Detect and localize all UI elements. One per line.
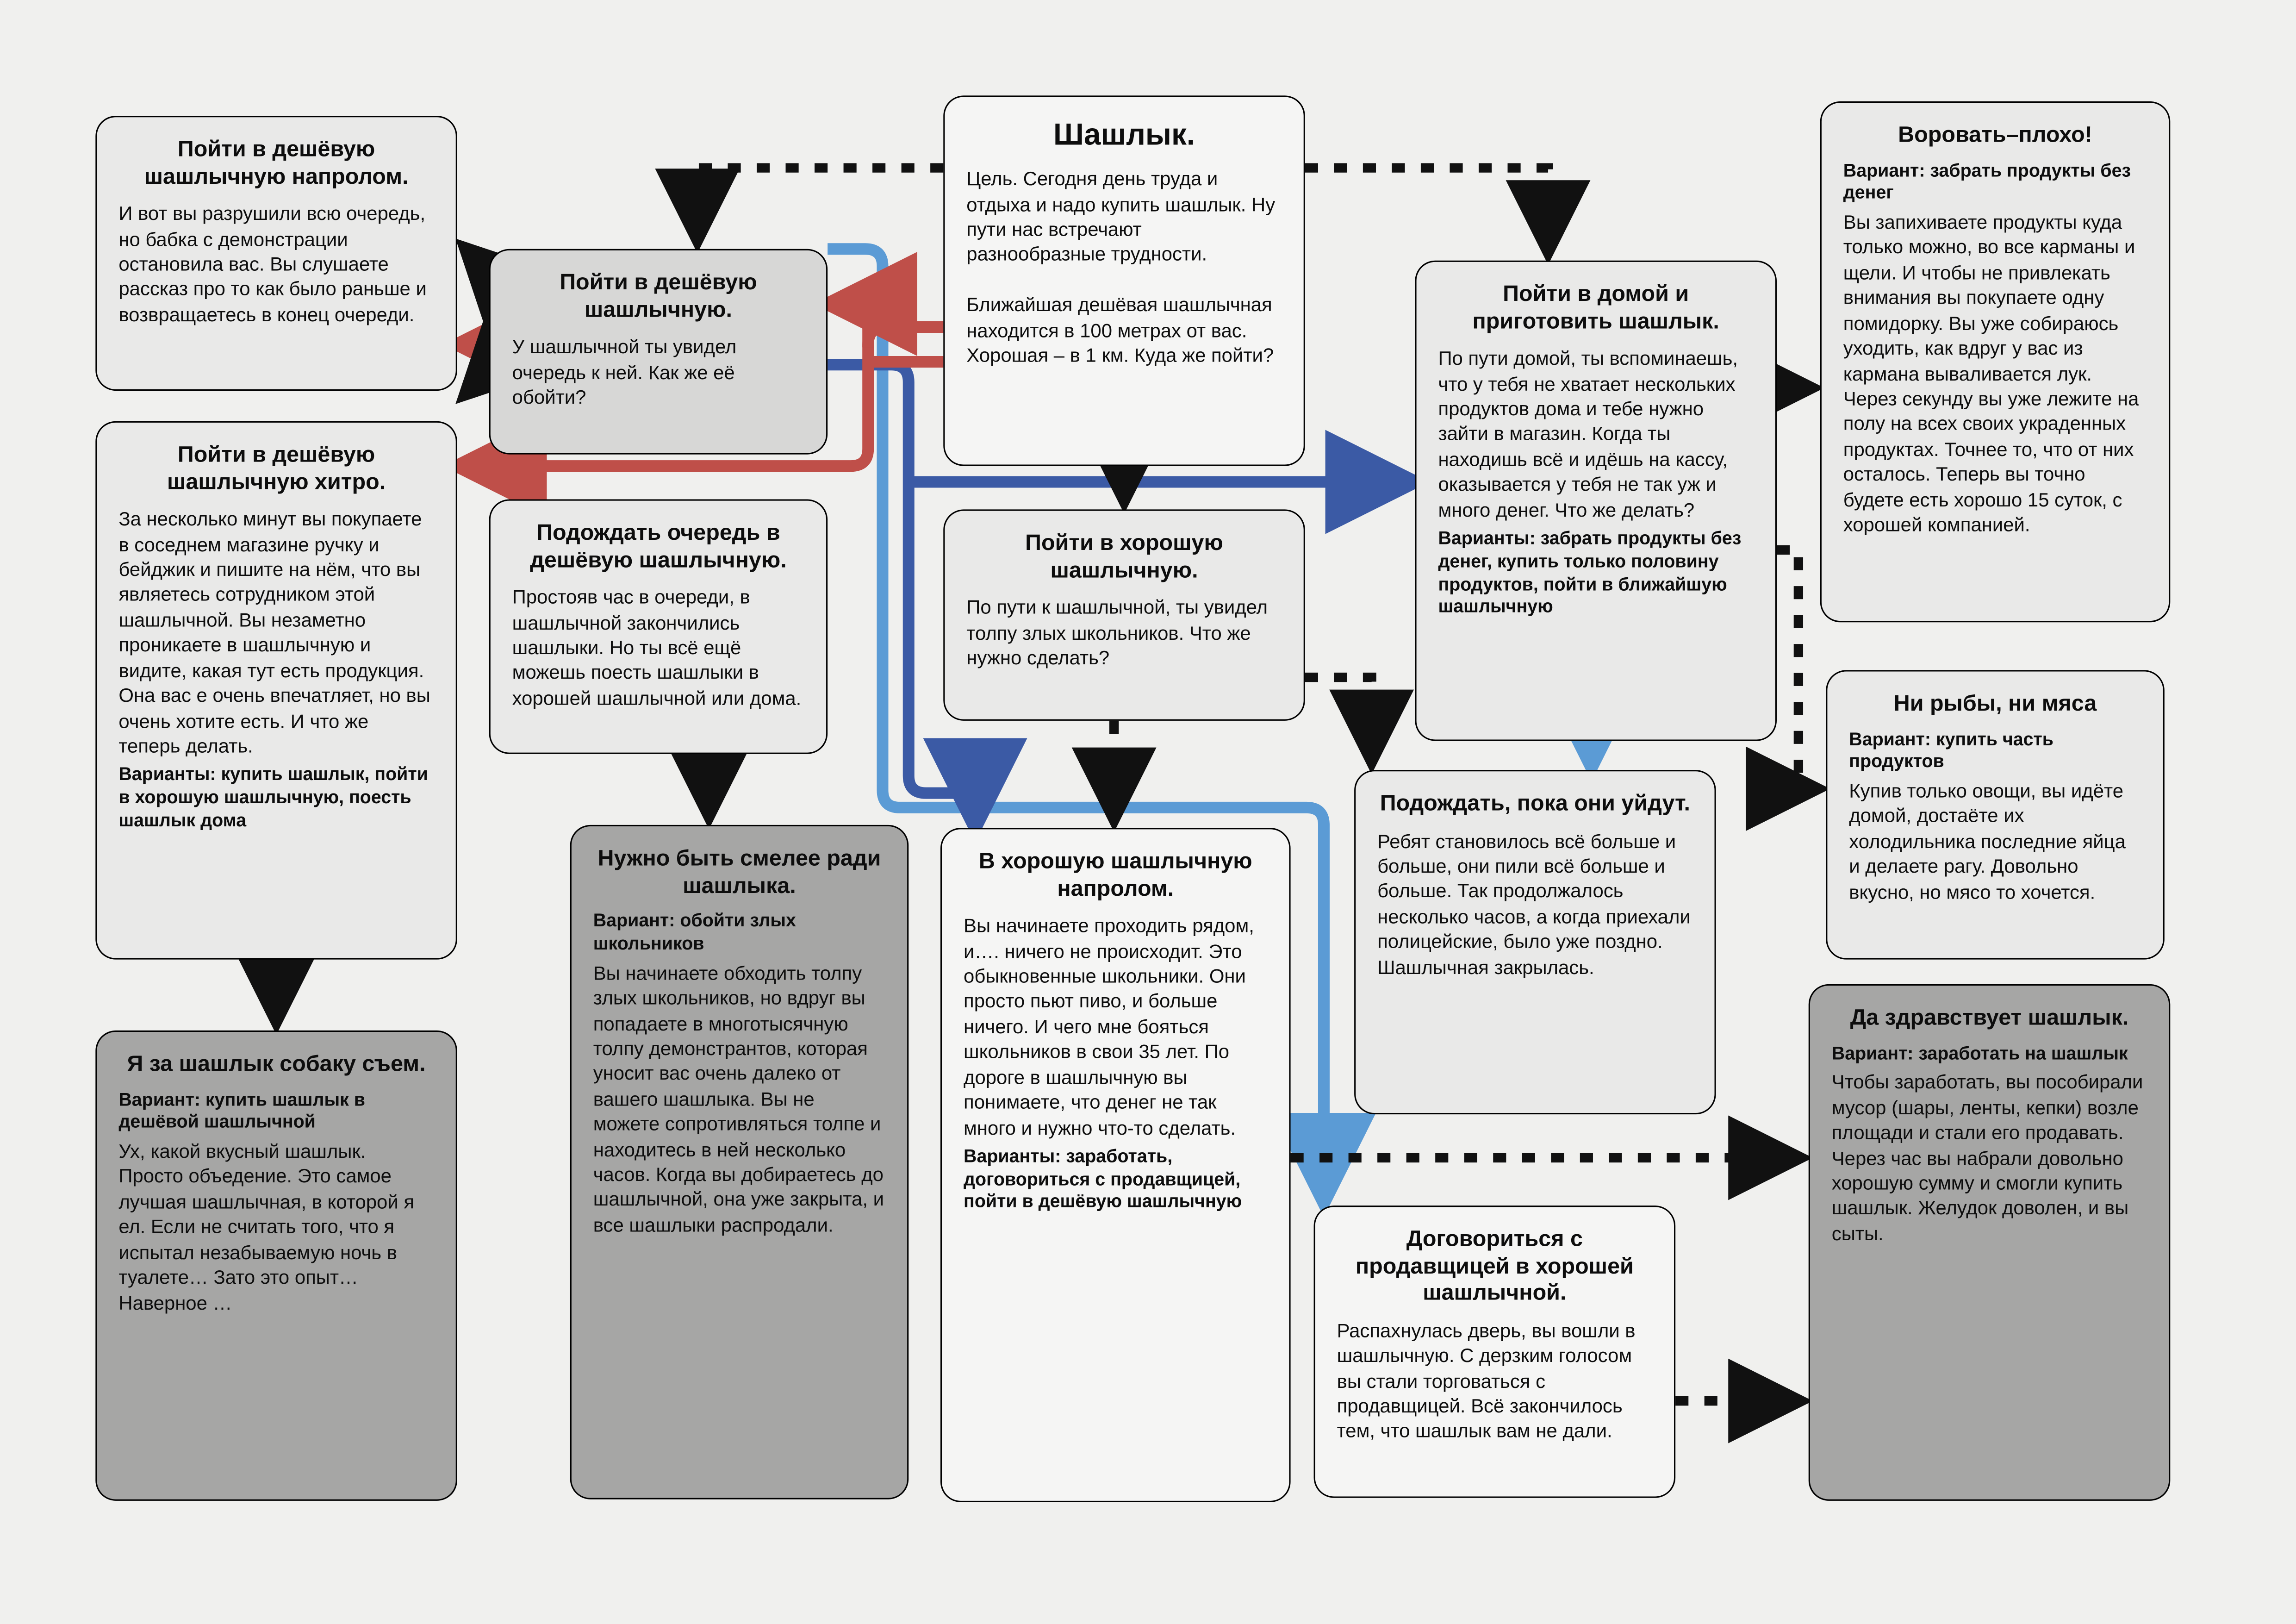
node-title: Подождать очередь в дешёвую шашлычную. bbox=[530, 521, 787, 573]
node-start-shashlik: Шашлык. Цель. Сегодня день труда и отдых… bbox=[943, 95, 1305, 466]
connector-red-to-cheap-choice bbox=[813, 251, 918, 356]
node-body: Вы начинаете проходить рядом, и…. ничего… bbox=[964, 915, 1254, 1138]
node-good-bold-outcome: В хорошую шашлычную напролом. Вы начинае… bbox=[940, 828, 1291, 1502]
node-cheap-clever-outcome: Пойти в дешёвую шашлычную хитро. За неск… bbox=[95, 421, 457, 960]
node-title: Воровать–плохо! bbox=[1898, 123, 2092, 148]
node-variant: Вариант: забрать продукты без денег bbox=[1843, 160, 2131, 203]
node-body: У шашлычной ты увидел очередь к ней. Как… bbox=[512, 336, 737, 408]
node-title: Пойти в дешёвую шашлычную хитро. bbox=[167, 443, 386, 494]
node-half-products-ending: Ни рыбы, ни мяса Вариант: купить часть п… bbox=[1826, 670, 2165, 960]
node-title: Пойти в дешёвую шашлычную. bbox=[560, 270, 757, 322]
node-bargain-ending: Договориться с продавщицей в хорошей шаш… bbox=[1313, 1206, 1676, 1498]
node-title: Да здравствует шашлык. bbox=[1850, 1006, 2129, 1031]
node-body: Вы запихиваете продукты куда только можн… bbox=[1843, 211, 2139, 536]
node-body: Простояв час в очереди, в шашлычной зако… bbox=[512, 586, 802, 709]
node-variant: Вариант: заработать на шашлык bbox=[1831, 1043, 2128, 1063]
node-variant: Вариант: обойти злых школьников bbox=[593, 910, 796, 954]
node-good-choice: Пойти в хорошую шашлычную. По пути к шаш… bbox=[943, 509, 1305, 721]
connector-arrow-into-cheap-bold bbox=[455, 238, 546, 329]
node-body: За несколько минут вы покупаете в соседн… bbox=[118, 508, 430, 757]
node-title: Подождать, пока они уйдут. bbox=[1380, 792, 1690, 817]
node-variant: Вариант: купить шашлык в дешёвой шашлычн… bbox=[118, 1089, 365, 1132]
connector-arrow-into-clever bbox=[455, 314, 546, 404]
node-steal-ending: Воровать–плохо! Вариант: забрать продукт… bbox=[1820, 101, 2171, 623]
node-title: Пойти в хорошую шашлычную. bbox=[1025, 531, 1223, 583]
node-body: Ух, какой вкусный шашлык. Просто объеден… bbox=[118, 1140, 415, 1314]
connector-start-to-cheap bbox=[655, 163, 944, 254]
node-variants-footer: Варианты: забрать продукты без денег, ку… bbox=[1438, 528, 1742, 617]
node-body: И вот вы разрушили всю очередь, но бабка… bbox=[118, 203, 427, 326]
node-title: Договориться с продавщицей в хорошей шаш… bbox=[1355, 1227, 1634, 1306]
node-body: Распахнулась дверь, вы вошли в шашлычную… bbox=[1337, 1319, 1636, 1443]
node-body: Вы начинаете обходить толпу злых школьни… bbox=[593, 962, 884, 1236]
node-body: По пути домой, ты вспоминаешь, что у теб… bbox=[1438, 347, 1738, 521]
node-body: Купив только овощи, вы идёте домой, дост… bbox=[1849, 780, 2126, 903]
connector-good-to-wait-kids bbox=[1305, 672, 1414, 775]
node-dog-eat-ending: Я за шашлык собаку съем. Вариант: купить… bbox=[95, 1030, 457, 1501]
node-body: Чтобы заработать, вы пособирали мусор (ш… bbox=[1831, 1071, 2143, 1245]
node-cheap-bold-outcome: Пойти в дешёвую шашлычную напролом. И во… bbox=[95, 116, 457, 391]
node-title: Нужно быть смелее ради шашлыка. bbox=[597, 846, 881, 899]
node-brave-outcome: Нужно быть смелее ради шашлыка. Вариант:… bbox=[570, 824, 909, 1499]
node-title: В хорошую шашлычную напролом. bbox=[978, 849, 1252, 901]
node-title: Пойти в домой и приготовить шашлык. bbox=[1472, 282, 1719, 334]
connector-dark-blue-to-good-bold bbox=[828, 359, 1027, 843]
node-variants-footer: Варианты: заработать, договориться с про… bbox=[964, 1146, 1242, 1212]
node-body: Цель. Сегодня день труда и отдыха и надо… bbox=[966, 168, 1276, 367]
node-home-choice: Пойти в домой и приготовить шашлык. По п… bbox=[1415, 260, 1777, 741]
node-variant: Вариант: купить часть продуктов bbox=[1849, 729, 2054, 772]
connector-home-to-half-products bbox=[1745, 545, 1830, 831]
node-variants-footer: Варианты: купить шашлык, пойти в хорошую… bbox=[118, 764, 428, 831]
node-title: Шашлык. bbox=[1053, 119, 1195, 152]
node-title: Пойти в дешёвую шашлычную напролом. bbox=[144, 137, 409, 189]
node-cheap-choice: Пойти в дешёвую шашлычную. У шашлычной т… bbox=[489, 249, 828, 455]
node-earn-ending: Да здравствует шашлык. Вариант: заработа… bbox=[1808, 984, 2171, 1501]
node-body: Ребят становилось всё больше и больше, о… bbox=[1377, 830, 1691, 978]
node-title: Я за шашлык собаку съем. bbox=[127, 1052, 426, 1077]
node-wait-kids-outcome: Подождать, пока они уйдут. Ребят станови… bbox=[1354, 770, 1716, 1115]
node-body: По пути к шашлычной, ты увидел толпу злы… bbox=[966, 596, 1268, 669]
node-wait-queue-outcome: Подождать очередь в дешёвую шашлычную. П… bbox=[489, 499, 828, 754]
connector-start-to-home bbox=[1305, 163, 1591, 265]
node-title: Ни рыбы, ни мяса bbox=[1893, 692, 2097, 717]
